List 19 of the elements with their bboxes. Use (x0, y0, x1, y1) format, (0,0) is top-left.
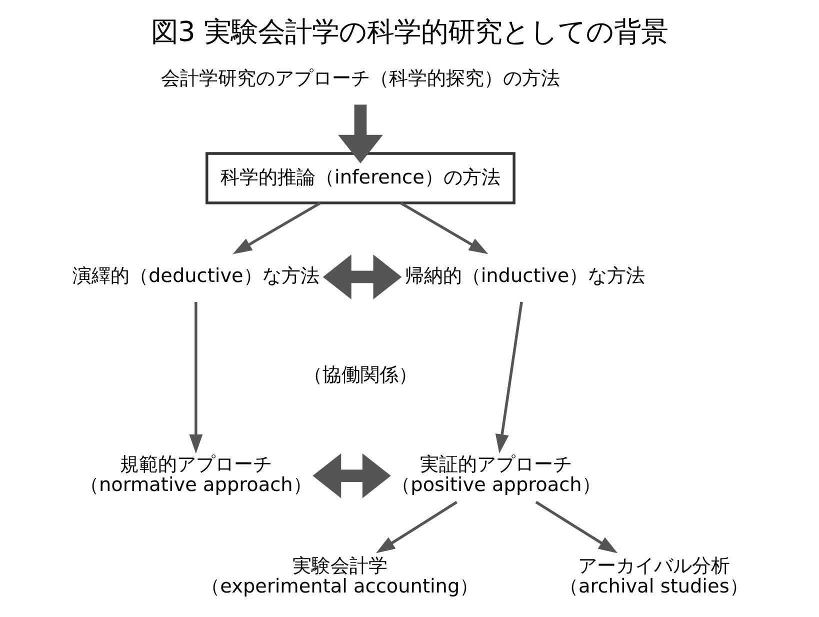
arrow (338, 104, 383, 164)
arrow (535, 500, 618, 554)
arrow (312, 453, 391, 498)
node-text: 実験会計学 （experimental accounting） (201, 554, 479, 598)
node-text: 帰納的（inductive）な方法 (404, 264, 646, 288)
node-box: 科学的推論（inference）の方法 (206, 152, 516, 204)
arrow (495, 302, 523, 454)
arrow (232, 202, 321, 254)
node-text: 演繹的（deductive）な方法 (72, 264, 320, 288)
node-text: 会計学研究のアプローチ（科学的探究）の方法 (160, 66, 560, 90)
node-text: 実証的アプローチ （positive approach） (392, 452, 601, 496)
node-text: アーカイバル分析 （archival studies） (560, 554, 748, 598)
arrow (376, 500, 458, 554)
arrow (189, 302, 203, 454)
label: （協働関係） (303, 362, 418, 386)
diagram-title: 図3 実験会計学の科学的研究としての背景 (150, 17, 668, 48)
node-text: 規範的アプローチ （normative approach） (80, 452, 312, 496)
arrow (322, 254, 402, 300)
arrow (400, 202, 488, 254)
